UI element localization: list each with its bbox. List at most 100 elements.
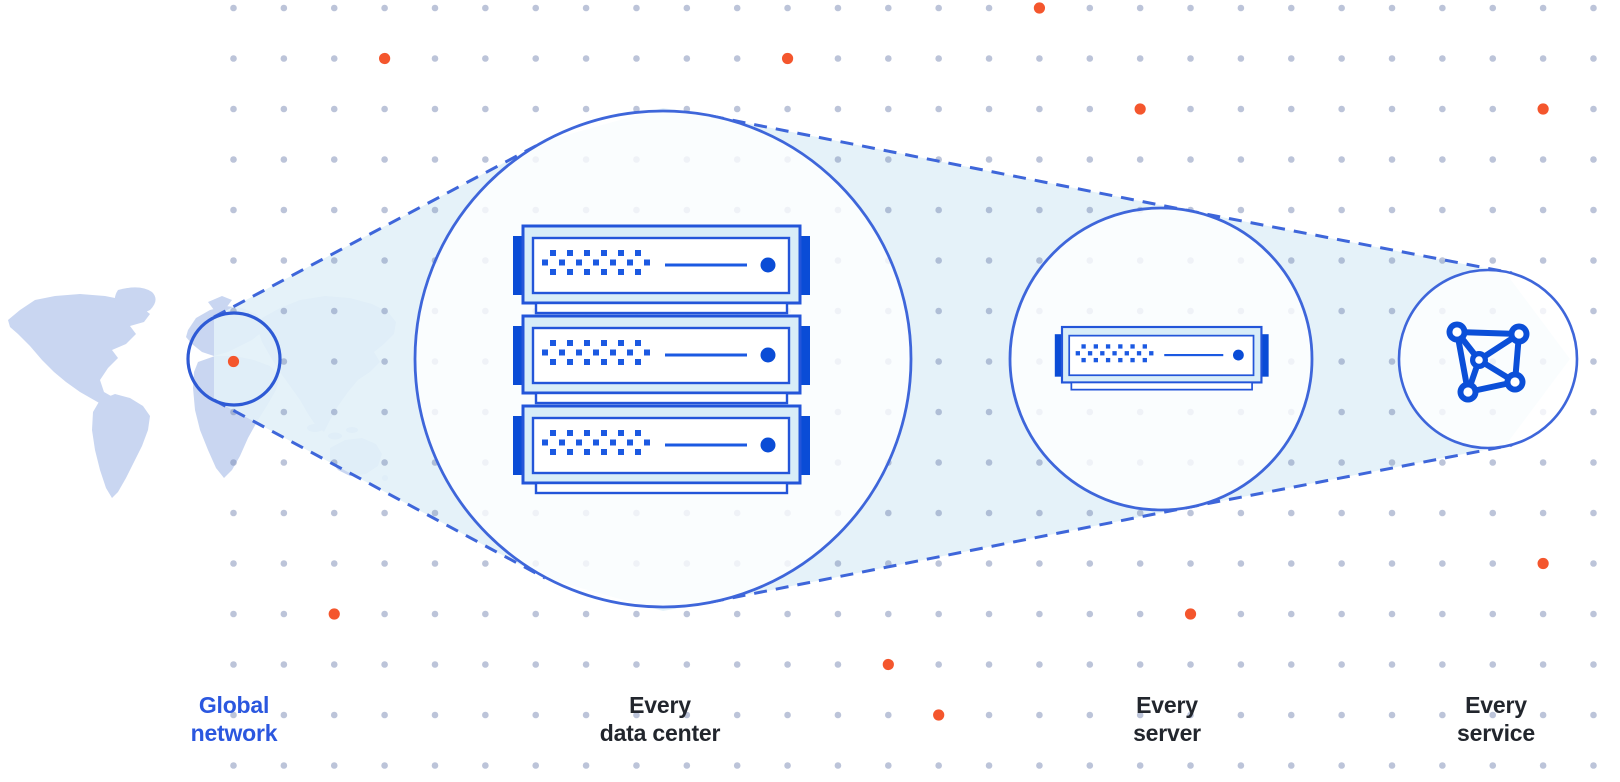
grid-dot <box>1237 156 1245 163</box>
grid-dot <box>1287 156 1295 163</box>
grid-dot <box>230 459 237 466</box>
continent-scandinavia <box>208 296 232 310</box>
grid-dot <box>280 762 288 769</box>
accent-dot-layer <box>227 2 1549 721</box>
grid-dot <box>1187 560 1194 567</box>
grid-dot <box>1539 156 1547 163</box>
grid-dot <box>1590 4 1597 12</box>
vent-square <box>584 269 590 275</box>
grid-dot <box>381 307 388 315</box>
grid-dot <box>1338 156 1345 163</box>
grid-dot <box>1489 560 1497 567</box>
label-every-server: Every server <box>1047 691 1287 747</box>
grid-dot <box>280 156 288 163</box>
grid-dot <box>885 509 892 517</box>
grid-dot <box>935 560 942 567</box>
accent-dot <box>227 355 240 368</box>
vent-square <box>1105 344 1111 349</box>
vent-square <box>567 340 573 346</box>
grid-dot <box>1539 661 1547 668</box>
continent-greenland <box>114 287 156 315</box>
power-led <box>760 257 776 273</box>
grid-dot <box>985 257 993 264</box>
grid-dot <box>381 610 388 618</box>
grid-dot <box>1439 509 1446 517</box>
grid-dot <box>885 206 892 214</box>
vent-square <box>601 449 607 455</box>
grid-dot <box>985 560 993 567</box>
grid-dot <box>582 610 590 618</box>
status-line <box>1164 354 1224 357</box>
grid-dot <box>1287 610 1295 618</box>
grid-dot <box>935 307 942 315</box>
grid-dot <box>1338 55 1345 62</box>
vent-square <box>1124 351 1129 356</box>
grid-dot <box>482 560 489 567</box>
grid-dot <box>985 762 993 769</box>
grid-dot <box>280 55 288 62</box>
vent-square <box>550 340 556 346</box>
grid-dot <box>1036 206 1043 214</box>
grid-dot <box>1489 711 1497 719</box>
power-led <box>760 347 776 363</box>
vent-square <box>1149 351 1154 356</box>
grid-dot <box>1439 206 1446 214</box>
grid-dot <box>1388 307 1396 315</box>
vent-square <box>1087 351 1093 356</box>
grid-dot <box>1338 459 1345 466</box>
grid-dot <box>1439 762 1446 769</box>
accent-dot <box>1537 103 1549 115</box>
grid-dot <box>1388 459 1396 466</box>
grid-dot <box>280 711 288 719</box>
grid-dot <box>633 105 640 113</box>
label-line: Every <box>1465 692 1527 718</box>
server-rack-icon <box>513 404 810 495</box>
power-led <box>760 437 776 453</box>
vent-square <box>610 349 616 356</box>
grid-dot <box>1036 560 1043 567</box>
grid-dot <box>1237 105 1245 113</box>
grid-dot <box>330 509 338 517</box>
grid-dot <box>1237 4 1245 12</box>
grid-dot <box>1590 560 1597 567</box>
grid-dot <box>834 661 842 668</box>
grid-dot <box>834 4 842 12</box>
vent-square <box>550 250 556 256</box>
grid-dot <box>1489 4 1497 12</box>
accent-dot <box>1033 2 1046 14</box>
grid-dot <box>381 711 388 719</box>
grid-dot <box>582 762 590 769</box>
grid-dot <box>1237 206 1245 214</box>
grid-dot <box>330 711 338 719</box>
vent-square <box>1142 344 1147 349</box>
grid-dot <box>1338 105 1345 113</box>
grid-dot <box>482 762 489 769</box>
grid-dot <box>733 661 741 668</box>
grid-dot <box>431 762 439 769</box>
grid-dot <box>1036 762 1043 769</box>
grid-dot <box>1590 206 1597 214</box>
vent-square <box>1081 357 1086 363</box>
grid-dot <box>1388 105 1396 113</box>
grid-dot <box>1388 560 1396 567</box>
grid-dot <box>834 55 842 62</box>
grid-dot <box>280 257 288 264</box>
grid-dot <box>935 55 942 62</box>
vent-square <box>618 359 624 365</box>
grid-dot <box>633 661 640 668</box>
grid-dot <box>1539 711 1547 719</box>
grid-dot <box>532 55 540 62</box>
continent-north-america <box>8 294 150 418</box>
vent-square <box>1100 351 1105 356</box>
grid-dot <box>1338 408 1345 416</box>
rack-base <box>534 481 789 495</box>
grid-dot <box>985 459 993 466</box>
vent-square <box>627 259 633 266</box>
grid-dot <box>885 711 892 719</box>
grid-dot <box>1590 762 1597 769</box>
grid-dot <box>733 610 741 618</box>
grid-dot <box>733 4 741 12</box>
vent-square <box>610 439 616 446</box>
vent-square <box>584 250 590 256</box>
grid-dot <box>482 4 489 12</box>
